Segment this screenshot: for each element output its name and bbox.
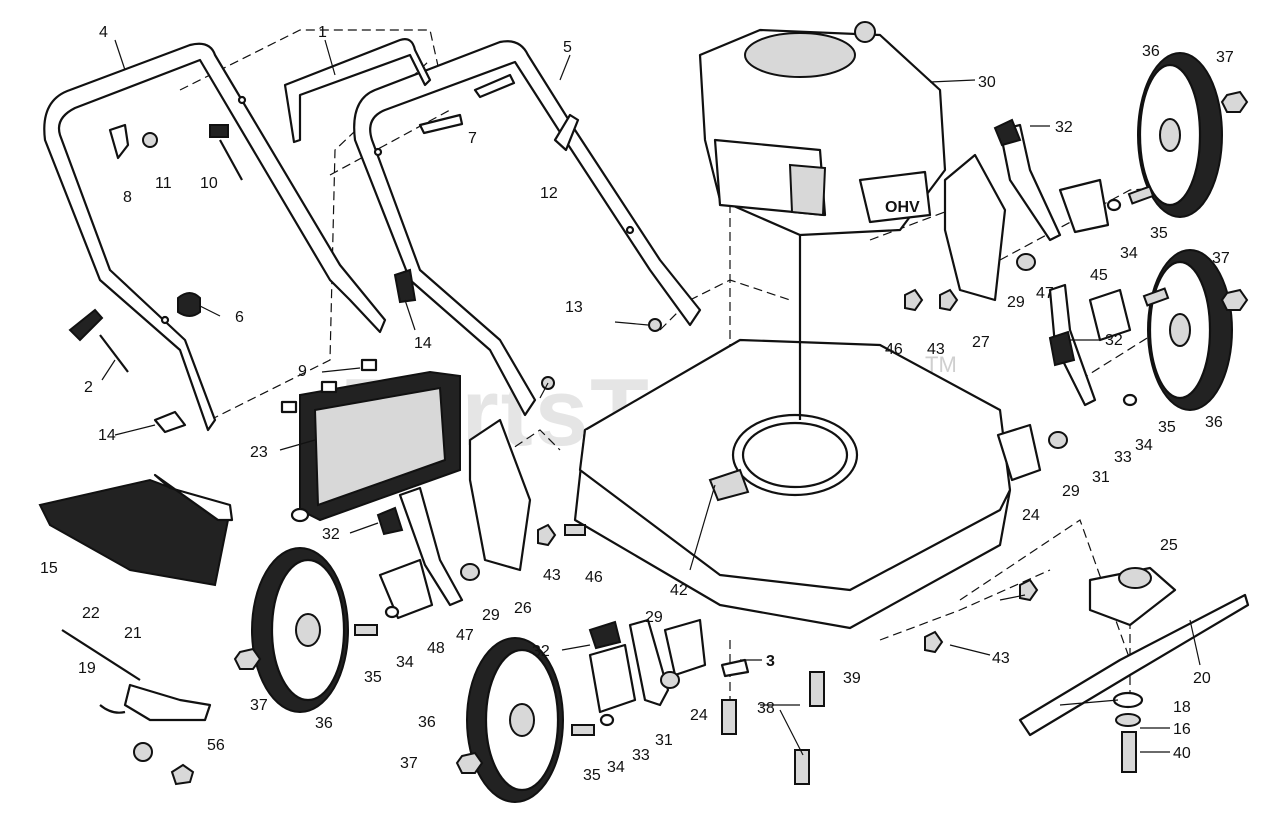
handle-hardware xyxy=(68,73,662,434)
callout-34a: 34 xyxy=(1120,245,1138,262)
callout-33a: 33 xyxy=(1114,449,1132,466)
rear-deflector-23 xyxy=(280,358,461,523)
callout-29b: 29 xyxy=(1062,483,1080,500)
callout-37c: 37 xyxy=(250,697,268,714)
callout-36a: 36 xyxy=(1142,43,1160,60)
discharge-deflector-15 xyxy=(38,478,232,587)
callout-37d: 37 xyxy=(400,755,418,772)
upper-handle-left xyxy=(43,42,387,432)
callout-23: 23 xyxy=(250,444,268,461)
callout-39: 39 xyxy=(843,670,861,687)
height-adjust-brackets xyxy=(378,123,1132,714)
callout-16: 16 xyxy=(1173,721,1191,738)
callout-43a: 43 xyxy=(927,341,945,358)
callout-25: 25 xyxy=(1160,537,1178,554)
callout-31b: 31 xyxy=(655,732,673,749)
callout-5: 5 xyxy=(563,39,572,56)
callout-35a: 35 xyxy=(1150,225,1168,242)
callout-36d: 36 xyxy=(418,714,436,731)
callout-35b: 35 xyxy=(1158,419,1176,436)
callout-6: 6 xyxy=(235,309,244,326)
callout-42: 42 xyxy=(670,582,688,599)
wheel-36-top-right xyxy=(1137,52,1223,218)
callout-33b: 33 xyxy=(632,747,650,764)
callout-labels: 4 1 5 7 8 11 10 12 6 2 14 14 9 23 15 13 … xyxy=(40,24,1234,784)
wheel-nuts-37 xyxy=(233,90,1249,774)
engine-30: OHV xyxy=(698,21,947,420)
callout-27: 27 xyxy=(972,334,990,351)
callout-38: 38 xyxy=(757,700,775,717)
wheel-36-mid-right xyxy=(1147,249,1233,411)
callout-36c: 36 xyxy=(315,715,333,732)
callout-43c: 43 xyxy=(543,567,561,584)
callout-19: 19 xyxy=(78,660,96,677)
callout-35d: 35 xyxy=(583,767,601,784)
callout-56: 56 xyxy=(207,737,225,754)
callout-14b: 14 xyxy=(98,427,116,444)
callout-18: 18 xyxy=(1173,699,1191,716)
callout-2: 2 xyxy=(84,379,93,396)
grip-32b xyxy=(1048,330,1076,367)
callout-8: 8 xyxy=(123,189,132,206)
adjuster-plate-24b xyxy=(663,618,707,677)
callout-24a: 24 xyxy=(1022,507,1040,524)
callout-48: 48 xyxy=(427,640,445,657)
callout-3: 3 xyxy=(766,653,775,670)
callout-7: 7 xyxy=(468,130,477,147)
engine-ohv-decal: OHV xyxy=(885,199,920,216)
callout-34d: 34 xyxy=(607,759,625,776)
callout-12: 12 xyxy=(540,185,558,202)
callout-46a: 46 xyxy=(885,341,903,358)
callout-4: 4 xyxy=(99,24,108,41)
callout-21: 21 xyxy=(124,625,142,642)
callout-37a: 37 xyxy=(1216,49,1234,66)
callout-10: 10 xyxy=(200,175,218,192)
callout-29c: 29 xyxy=(482,607,500,624)
callout-15: 15 xyxy=(40,560,58,577)
callout-43b: 43 xyxy=(992,650,1010,667)
callout-29a: 29 xyxy=(1007,294,1025,311)
callout-22: 22 xyxy=(82,605,100,622)
callout-36b: 36 xyxy=(1205,414,1223,431)
callout-32a: 32 xyxy=(1055,119,1073,136)
callout-32c: 32 xyxy=(322,526,340,543)
wheel-36-bottom xyxy=(466,637,564,803)
callout-24b: 24 xyxy=(690,707,708,724)
callout-26: 26 xyxy=(514,600,532,617)
callout-14a: 14 xyxy=(414,335,432,352)
callout-37b: 37 xyxy=(1212,250,1230,267)
callout-9: 9 xyxy=(298,363,307,380)
adjuster-plate-24a xyxy=(996,423,1042,482)
callout-13: 13 xyxy=(565,299,583,316)
callout-32d: 32 xyxy=(532,643,550,660)
callout-45: 45 xyxy=(1090,267,1108,284)
callout-31a: 31 xyxy=(1092,469,1110,486)
callout-1: 1 xyxy=(318,24,327,41)
rear-door-linkage xyxy=(61,629,212,786)
callout-29d: 29 xyxy=(645,609,663,626)
callout-47a: 47 xyxy=(1036,285,1054,302)
hardware-bolts-spacers xyxy=(354,185,1250,785)
callout-34c: 34 xyxy=(396,654,414,671)
control-bail xyxy=(283,38,432,144)
upper-handle-right xyxy=(353,40,702,417)
callout-46b: 46 xyxy=(585,569,603,586)
mower-deck-39 xyxy=(573,338,1012,630)
callout-35c: 35 xyxy=(364,669,382,686)
callout-11: 11 xyxy=(155,175,172,192)
callout-30: 30 xyxy=(978,74,996,91)
grip-32d xyxy=(588,620,622,650)
callout-leader-lines xyxy=(101,39,1201,756)
callout-34b: 34 xyxy=(1135,437,1153,454)
callout-20: 20 xyxy=(1193,670,1211,687)
callout-47b: 47 xyxy=(456,627,474,644)
grip-32c xyxy=(376,506,404,536)
callout-40: 40 xyxy=(1173,745,1191,762)
grip-32a xyxy=(993,118,1022,147)
callout-32b: 32 xyxy=(1105,332,1123,349)
wheel-36-left xyxy=(251,547,349,713)
